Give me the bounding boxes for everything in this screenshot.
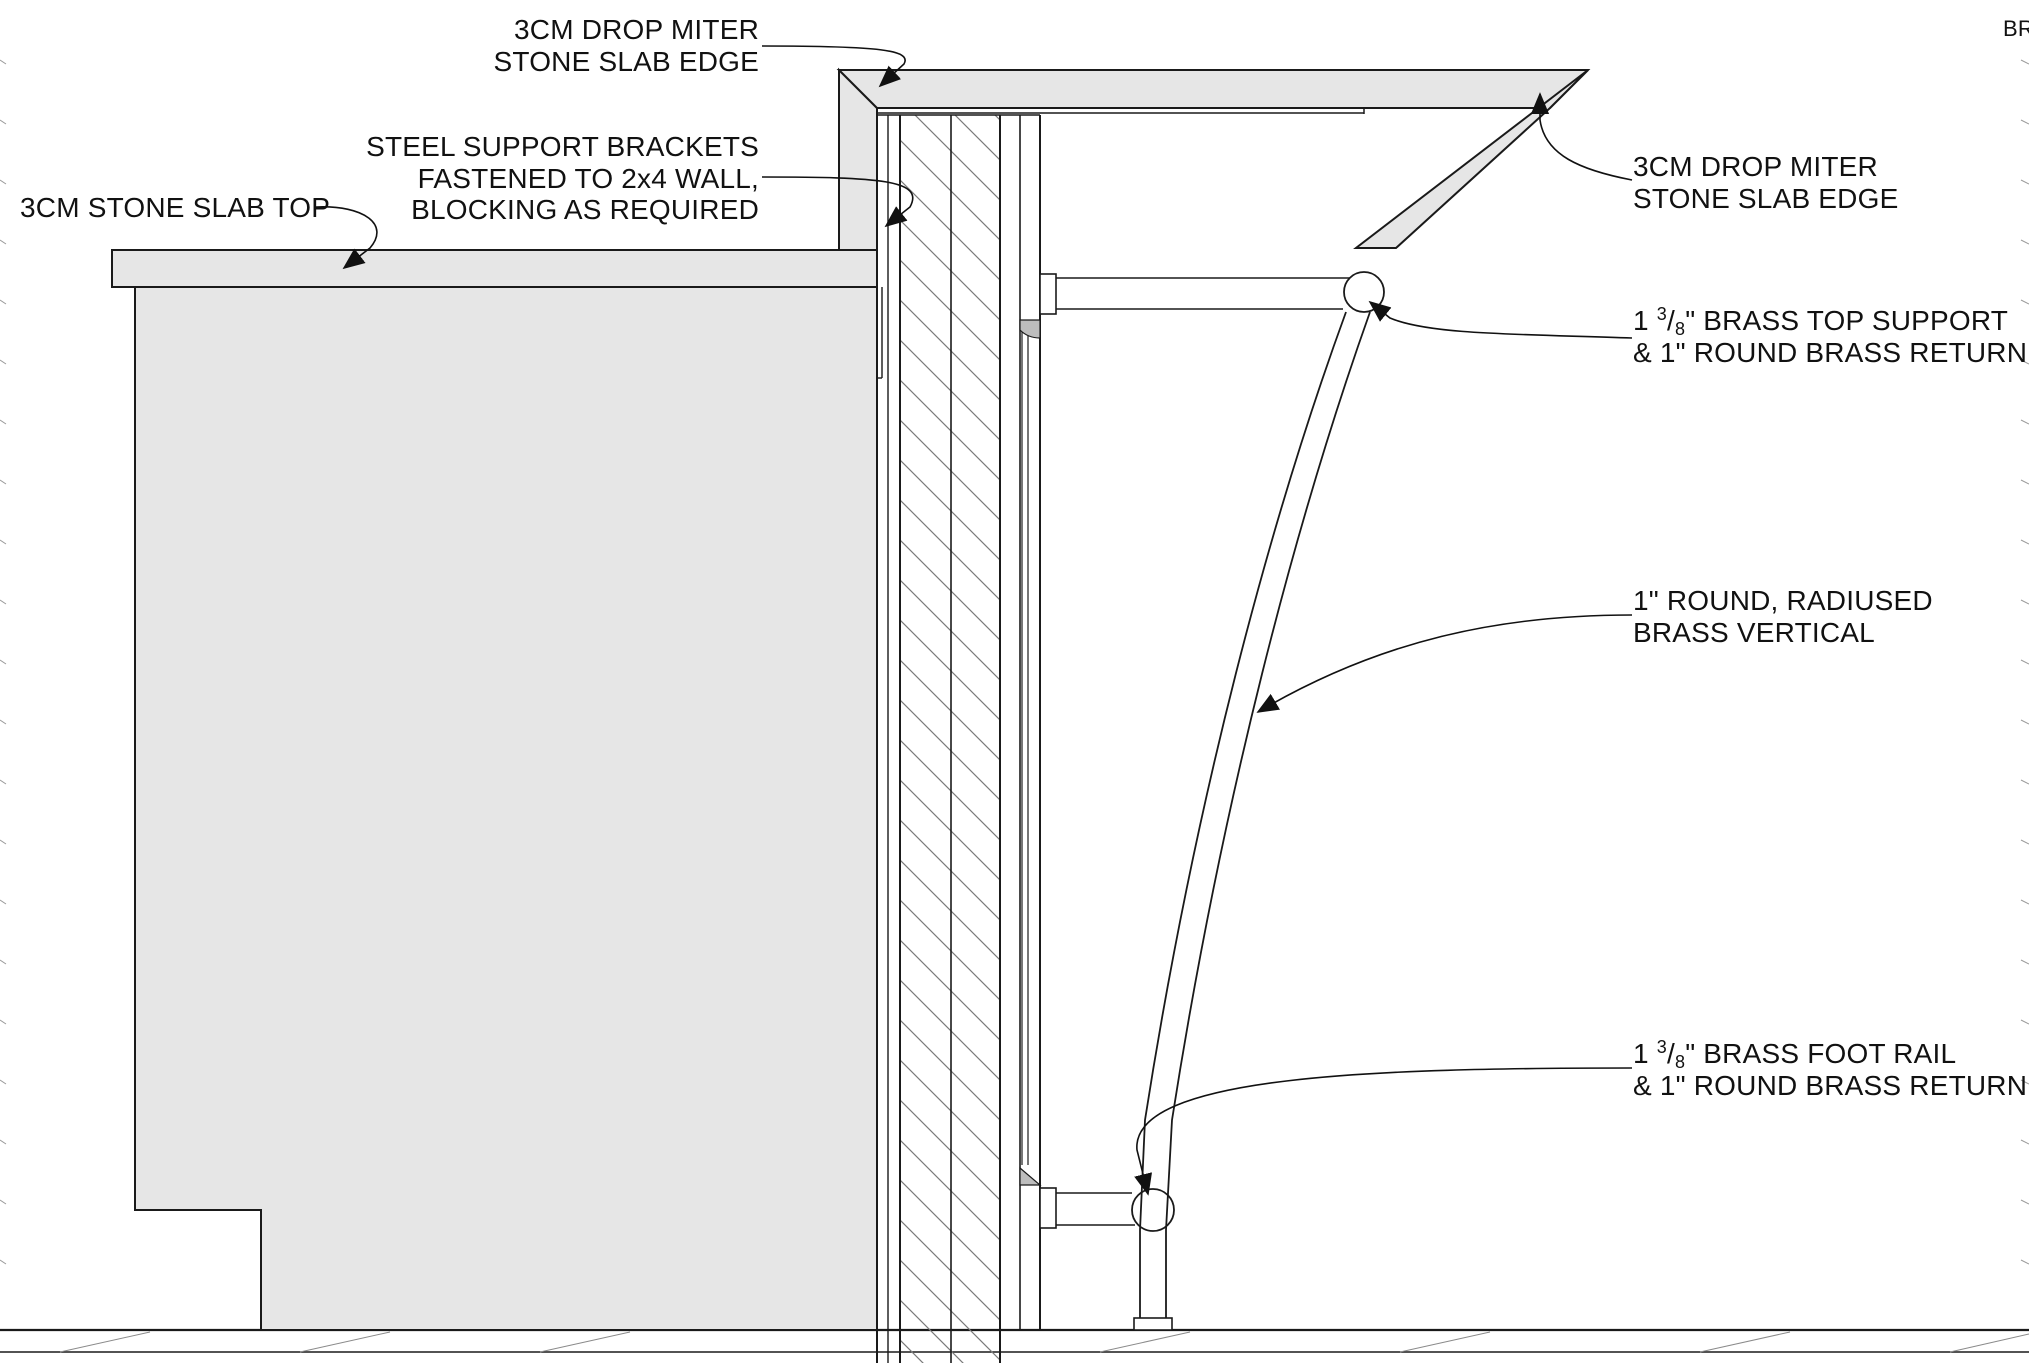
frame-tick [2020, 719, 2029, 725]
frame-tick [0, 659, 7, 665]
frame-tick [2020, 839, 2029, 845]
frame-tick [2020, 299, 2029, 305]
stone-slab-top [111, 249, 878, 288]
label-slab-top: 3CM STONE SLAB TOP [20, 192, 330, 223]
frame-tick [0, 1019, 7, 1025]
frame-tick [2020, 359, 2029, 365]
frame-tick [2020, 119, 2029, 125]
frame-tick [0, 899, 7, 905]
leader-slab-top [315, 206, 378, 270]
label-top-support-2: & 1" ROUND BRASS RETURN [1633, 337, 2027, 368]
frame-tick [0, 359, 7, 365]
frame-ticks [0, 59, 2029, 1265]
floor [0, 1328, 2029, 1353]
frame-tick [2020, 539, 2029, 545]
leader-left-edge [761, 45, 906, 88]
leader-vertical [1256, 614, 1633, 713]
frame-tick [0, 239, 7, 245]
label-brackets-3: BLOCKING AS REQUIRED [411, 194, 759, 225]
back-panel-trim [1019, 319, 1042, 1186]
frame-tick [2020, 1199, 2029, 1205]
leader-brackets [761, 176, 914, 228]
label-left-edge-2: STONE SLAB EDGE [494, 46, 759, 77]
frame-tick [0, 299, 7, 305]
frame-tick [0, 779, 7, 785]
frame-tick [2020, 1139, 2029, 1145]
leader-right-edge [1530, 92, 1633, 181]
right-drop-miter-edge [1353, 69, 1589, 249]
label-vertical-2: BRASS VERTICAL [1633, 617, 1875, 648]
frame-tick [2020, 179, 2029, 185]
frame-tick [0, 1139, 7, 1145]
frame-tick [0, 719, 7, 725]
frame-tick [2020, 779, 2029, 785]
brass-vertical [1133, 311, 1371, 1331]
counter-body [134, 286, 878, 1331]
label-top-support-1: 1 3/8" BRASS TOP SUPPORT [1633, 304, 2008, 339]
frame-tick [0, 599, 7, 605]
label-brackets-2: FASTENED TO 2x4 WALL, [418, 163, 759, 194]
frame-tick [2020, 419, 2029, 425]
brass-top-support [1039, 271, 1385, 315]
frame-tick [0, 539, 7, 545]
label-right-edge-2: STONE SLAB EDGE [1633, 183, 1898, 214]
frame-tick [0, 119, 7, 125]
frame-tick [0, 1199, 7, 1205]
frame-tick [0, 59, 7, 65]
leader-top-support [1368, 300, 1633, 339]
frame-tick [0, 1079, 7, 1085]
frame-tick [0, 959, 7, 965]
frame-tick [0, 419, 7, 425]
frame-tick [0, 839, 7, 845]
frame-tick [2020, 1019, 2029, 1025]
frame-tick [2020, 659, 2029, 665]
frame-tick [0, 179, 7, 185]
frame-tick [2020, 599, 2029, 605]
upper-slab [836, 69, 1591, 109]
leader-foot-rail [1134, 1067, 1633, 1196]
label-brackets-1: STEEL SUPPORT BRACKETS [366, 131, 759, 162]
frame-tick [2020, 899, 2029, 905]
frame-tick [0, 479, 7, 485]
brass-foot-rail [1039, 1187, 1175, 1232]
frame-tick [2020, 59, 2029, 65]
label-vertical-1: 1" ROUND, RADIUSED [1633, 585, 1933, 616]
label-foot-rail-1: 1 3/8" BRASS FOOT RAIL [1633, 1037, 1956, 1072]
frame-tick [2020, 1259, 2029, 1265]
frame-tick [2020, 239, 2029, 245]
label-foot-rail-2: & 1" ROUND BRASS RETURN [1633, 1070, 2027, 1101]
corner-text: BR [2003, 16, 2029, 41]
frame-tick [0, 1259, 7, 1265]
wall-section [876, 108, 1041, 1363]
label-right-edge-1: 3CM DROP MITER [1633, 151, 1878, 182]
frame-tick [2020, 959, 2029, 965]
leader-lines [315, 45, 1633, 1196]
frame-tick [2020, 1079, 2029, 1085]
frame-tick [2020, 479, 2029, 485]
label-left-edge-1: 3CM DROP MITER [514, 14, 759, 45]
